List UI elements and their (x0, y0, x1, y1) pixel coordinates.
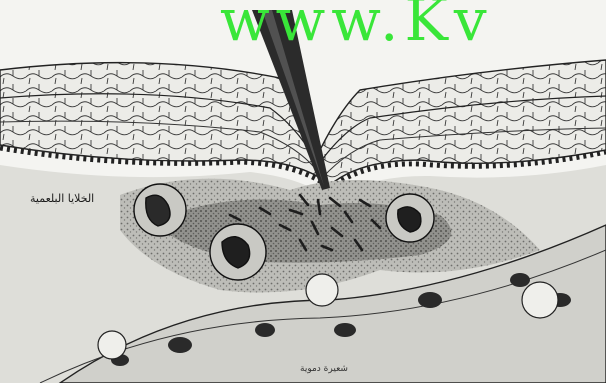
blood-vessel-label: شعيرة دموية (300, 364, 348, 374)
plasma-cells-label: الخلايا البلعمية (30, 192, 94, 205)
